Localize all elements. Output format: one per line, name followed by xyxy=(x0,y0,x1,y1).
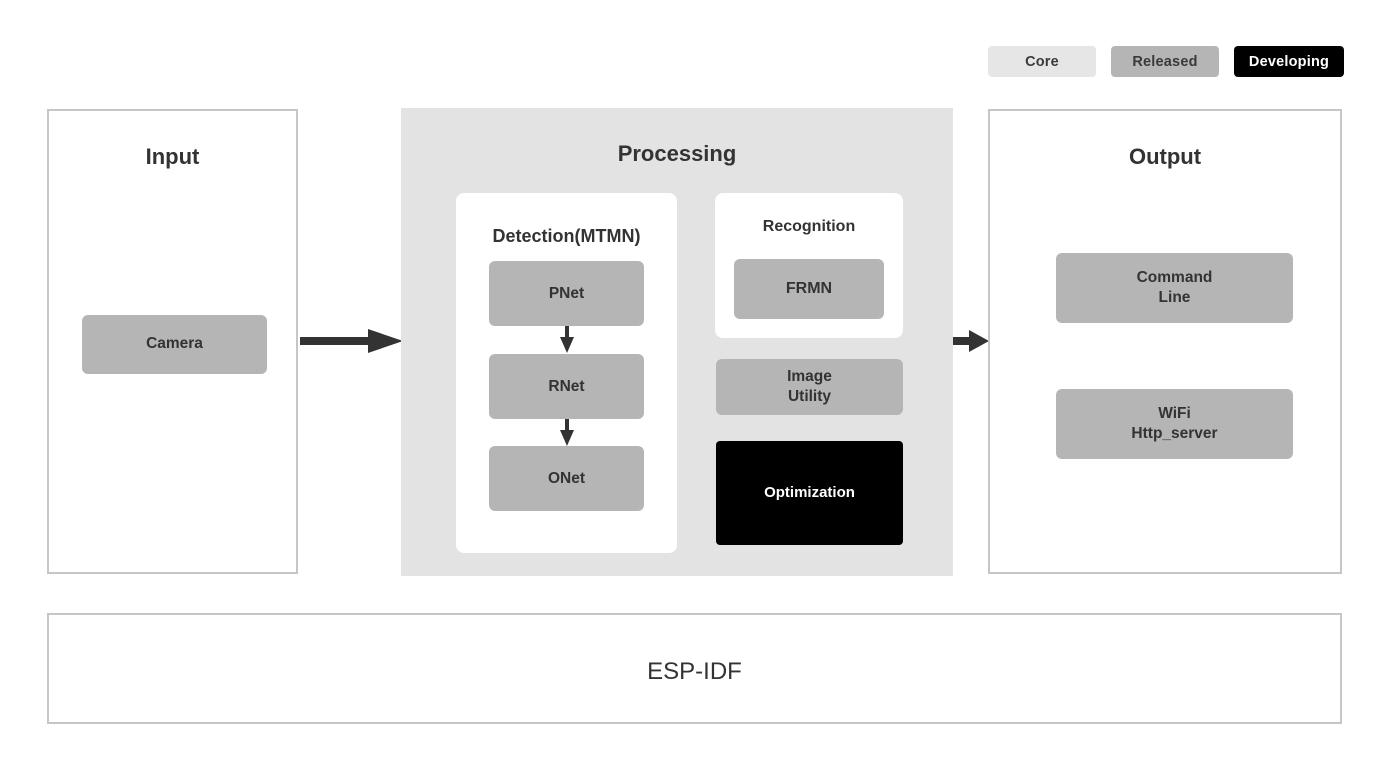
card-detection-title: Detection(MTMN) xyxy=(492,226,641,246)
node-frmn: FRMN xyxy=(734,259,884,319)
card-detection: Detection(MTMN) PNet RNet ONet xyxy=(456,193,677,553)
node-pnet: PNet xyxy=(489,261,644,326)
arrow-input-to-processing-icon xyxy=(300,325,404,357)
panel-esp-idf-title: ESP-IDF xyxy=(647,658,742,685)
panel-esp-idf: ESP-IDF xyxy=(47,613,1342,724)
node-optimization: Optimization xyxy=(716,441,903,545)
card-recognition: Recognition FRMN xyxy=(715,193,903,338)
node-camera: Camera xyxy=(82,315,267,374)
legend: Core Released Developing xyxy=(988,46,1344,77)
legend-chip-developing-label: Developing xyxy=(1248,53,1330,70)
legend-chip-core: Core xyxy=(988,46,1096,77)
node-rnet: RNet xyxy=(489,354,644,419)
panel-input-title: Input xyxy=(145,144,200,169)
legend-chip-developing: Developing xyxy=(1234,46,1344,77)
panel-processing-title: Processing xyxy=(617,141,737,166)
legend-chip-released-label: Released xyxy=(1132,53,1198,70)
legend-chip-released: Released xyxy=(1111,46,1219,77)
panel-output-title: Output xyxy=(1128,144,1202,169)
node-command-line: Command Line xyxy=(1056,253,1293,323)
card-recognition-title: Recognition xyxy=(762,218,856,235)
arrow-pnet-to-rnet-icon xyxy=(560,326,574,354)
panel-input: Input Camera xyxy=(47,109,298,574)
legend-chip-core-label: Core xyxy=(1025,53,1059,70)
node-image-utility: Image Utility xyxy=(716,359,903,415)
node-onet: ONet xyxy=(489,446,644,511)
panel-output: Output Command Line WiFi Http_server xyxy=(988,109,1342,574)
arrow-processing-to-output-icon xyxy=(953,325,990,357)
node-wifi-http-server: WiFi Http_server xyxy=(1056,389,1293,459)
arrow-rnet-to-onet-icon xyxy=(560,419,574,447)
panel-processing: Processing Detection(MTMN) PNet RNet ONe… xyxy=(401,108,953,576)
